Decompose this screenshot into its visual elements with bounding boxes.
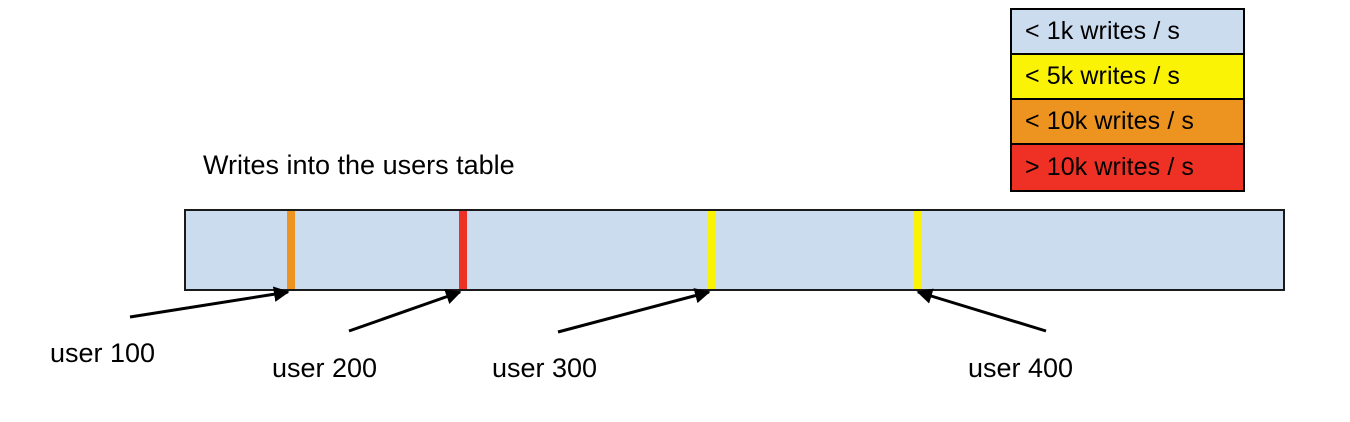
users-table-bar: [184, 209, 1285, 291]
legend-row-over-10k: > 10k writes / s: [1012, 145, 1243, 190]
legend-label-over-10k: > 10k writes / s: [1025, 153, 1195, 181]
marker-user-100: [287, 211, 295, 289]
label-user-300: user 300: [492, 353, 598, 383]
marker-user-200: [459, 211, 467, 289]
legend-row-under-5k: < 5k writes / s: [1012, 55, 1243, 100]
legend-row-under-10k: < 10k writes / s: [1012, 100, 1243, 145]
bar-caption: Writes into the users table: [203, 150, 515, 180]
label-user-100: user 100: [50, 338, 156, 368]
marker-user-300: [708, 211, 716, 289]
arrow-user-300: [557, 288, 711, 334]
arrow-user-400: [916, 288, 1047, 333]
legend-label-under-10k: < 10k writes / s: [1025, 107, 1195, 135]
arrow-user-200: [348, 289, 462, 333]
arrow-user-100: [129, 286, 290, 319]
legend-label-under-1k: < 1k writes / s: [1025, 17, 1181, 45]
legend-label-under-5k: < 5k writes / s: [1025, 62, 1181, 90]
label-user-200: user 200: [272, 353, 378, 383]
marker-user-400: [913, 211, 921, 289]
legend-row-under-1k: < 1k writes / s: [1012, 10, 1243, 55]
writes-per-second-legend: < 1k writes / s < 5k writes / s < 10k wr…: [1010, 8, 1245, 192]
label-user-400: user 400: [968, 353, 1074, 383]
